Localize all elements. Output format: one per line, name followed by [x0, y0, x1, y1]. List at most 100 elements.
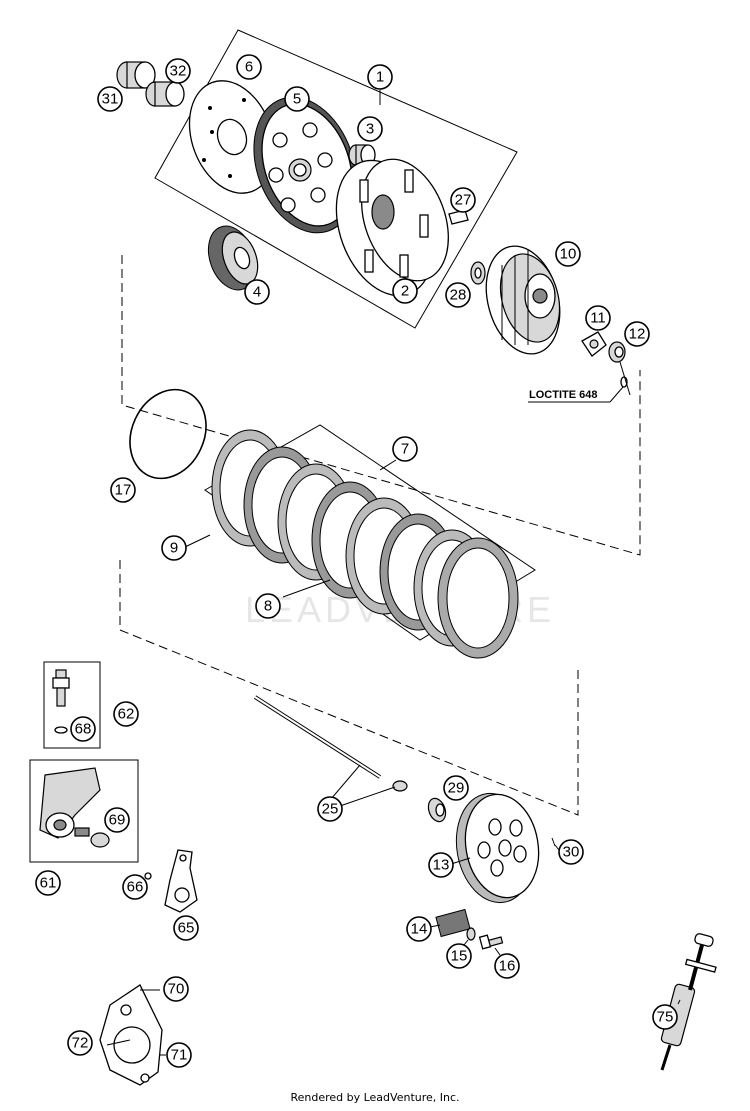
callout-28: 28: [445, 282, 471, 308]
callout-31: 31: [97, 86, 123, 112]
callout-70: 70: [163, 976, 189, 1002]
svg-text:75: 75: [657, 1009, 674, 1026]
footer-credit: Rendered by LeadVenture, Inc.: [290, 1091, 460, 1104]
callout-27: 27: [450, 187, 476, 213]
callout-68: 68: [70, 716, 96, 742]
svg-text:29: 29: [448, 780, 465, 797]
svg-text:16: 16: [499, 958, 516, 975]
callout-25: 25: [317, 796, 343, 822]
dashed-frame-middle: [119, 560, 579, 816]
primary-gear-5: [253, 96, 357, 234]
svg-text:2: 2: [401, 283, 409, 300]
callout-6: 6: [236, 54, 262, 80]
svg-text:1: 1: [376, 69, 384, 86]
svg-text:7: 7: [401, 441, 409, 458]
svg-text:27: 27: [455, 192, 472, 209]
callout-29: 29: [443, 775, 469, 801]
svg-text:66: 66: [127, 879, 144, 896]
callout-65: 65: [173, 915, 199, 941]
frame-top-assembly: [154, 29, 518, 329]
callout-62: 62: [113, 701, 139, 727]
piston-69: [74, 827, 110, 848]
callout-71: 71: [166, 1042, 192, 1068]
callout-8: 8: [255, 593, 281, 619]
callout-17: 17: [110, 477, 136, 503]
svg-text:65: 65: [178, 920, 195, 937]
spring-14: [435, 908, 471, 938]
svg-text:5: 5: [293, 91, 301, 108]
svg-text:62: 62: [118, 706, 135, 723]
callout-9: 9: [161, 535, 187, 561]
gasket-65: [164, 849, 198, 913]
friction-disc: [437, 537, 519, 659]
svg-text:13: 13: [433, 857, 450, 874]
svg-text:11: 11: [590, 310, 606, 327]
svg-text:72: 72: [72, 1035, 89, 1052]
svg-text:70: 70: [168, 981, 185, 998]
callout-61: 61: [35, 870, 61, 896]
svg-text:69: 69: [109, 812, 126, 829]
pressure-plate-13: [455, 792, 540, 904]
lock-washer-11: [581, 331, 607, 357]
callout-10: 10: [555, 241, 581, 267]
svg-text:9: 9: [170, 540, 178, 557]
callout-72: 72: [67, 1030, 93, 1056]
bearing-29: [427, 797, 447, 823]
callout-2: 2: [392, 278, 418, 304]
svg-text:8: 8: [264, 598, 272, 615]
svg-text:30: 30: [563, 844, 580, 861]
slave-cylinder-61: [39, 767, 101, 839]
callout-4: 4: [244, 279, 270, 305]
svg-text:15: 15: [451, 948, 468, 965]
callout-1: 1: [367, 64, 393, 90]
push-rod-25: [253, 695, 408, 792]
o-ring-17: [129, 388, 207, 480]
callout-12: 12: [624, 321, 650, 347]
svg-text:68: 68: [75, 721, 92, 738]
svg-text:28: 28: [450, 287, 467, 304]
gasket-70-72: [99, 984, 163, 1086]
callout-7: 7: [392, 436, 418, 462]
svg-text:17: 17: [115, 482, 132, 499]
grease-gun-75: [660, 933, 717, 1071]
callout-66: 66: [122, 874, 148, 900]
disc-6: [188, 80, 276, 194]
bushing-31: [116, 61, 156, 89]
svg-text:61: 61: [40, 875, 57, 892]
needle-bearing-32: [145, 81, 185, 107]
callout-30: 30: [558, 839, 584, 865]
clutch-disc-stack: [204, 424, 536, 659]
callout-32: 32: [165, 58, 191, 84]
bleed-screw-62: [52, 669, 70, 707]
clutch-basket-2: [335, 158, 449, 297]
svg-text:6: 6: [245, 59, 253, 76]
svg-text:25: 25: [322, 801, 339, 818]
gear-4: [207, 225, 259, 291]
nut-12: [608, 341, 631, 396]
svg-text:12: 12: [629, 326, 646, 343]
callout-14: 14: [406, 916, 432, 942]
washer-28: [470, 261, 486, 285]
inner-hub-10: [485, 245, 561, 355]
loctite-note: LOCTITE 648: [529, 389, 597, 401]
svg-text:14: 14: [411, 921, 428, 938]
dashed-frame-upper: [121, 255, 641, 556]
washer-15: [466, 927, 476, 941]
svg-text:3: 3: [366, 121, 374, 138]
callout-15: 15: [446, 943, 472, 969]
svg-text:31: 31: [102, 91, 119, 108]
callout-75: 75: [652, 1004, 678, 1030]
svg-text:10: 10: [560, 246, 577, 263]
frame-61: [29, 759, 139, 863]
bolt-16: [478, 934, 504, 950]
callout-11: 11: [585, 305, 611, 331]
frame-62: [43, 661, 101, 749]
o-ring-66: [144, 872, 152, 880]
o-ring-68: [54, 726, 68, 734]
callout-69: 69: [104, 807, 130, 833]
svg-text:32: 32: [170, 63, 187, 80]
callout-5: 5: [284, 86, 310, 112]
leader-lines: [106, 90, 681, 1056]
svg-text:4: 4: [253, 284, 261, 301]
